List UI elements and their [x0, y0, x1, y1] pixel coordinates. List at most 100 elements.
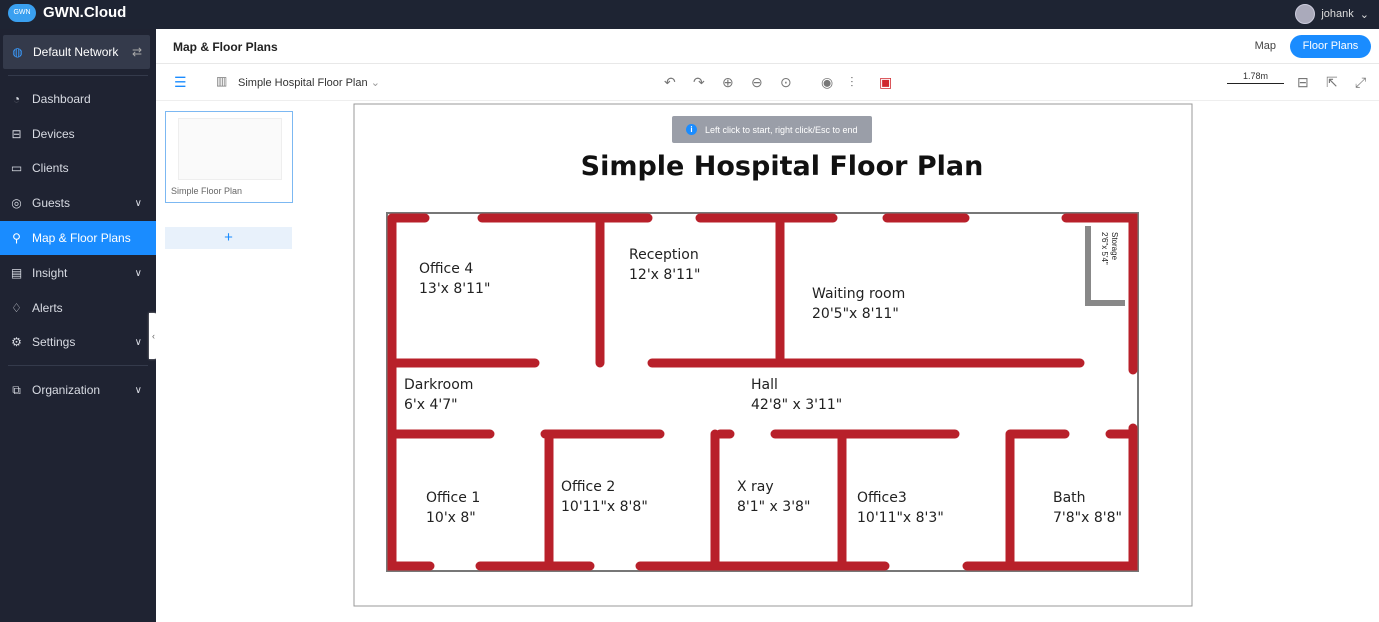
sidebar-item-label: Insight	[32, 266, 68, 280]
chevron-down-icon: ⌄	[1359, 8, 1369, 21]
chevron-down-icon: ∨	[134, 384, 142, 396]
sidebar-item-guests[interactable]: ◎ Guests ∨	[0, 186, 156, 220]
room-name: Office 4	[419, 261, 473, 277]
sidebar-item-settings[interactable]: ⚙ Settings ∨	[0, 325, 156, 359]
building-icon: ▥	[216, 74, 228, 88]
sidebar-item-label: Dashboard	[32, 92, 91, 106]
bell-icon: ♢	[11, 301, 22, 315]
network-selector[interactable]: ◍ Default Network ⇄	[3, 35, 150, 69]
toggle-list-icon[interactable]: ☰	[174, 74, 187, 90]
room-name: Office 2	[561, 479, 615, 495]
globe-icon: ◍	[12, 45, 23, 59]
wall-draw-icon[interactable]: ▣	[879, 74, 893, 90]
sidebar-item-dashboard[interactable]: ◔ Dashboard	[0, 82, 156, 116]
floor-plan-thumbnail[interactable]: Simple Floor Plan	[165, 111, 293, 203]
sidebar-item-clients[interactable]: ▭ Clients	[0, 151, 156, 185]
chevron-down-icon: ⌄	[370, 77, 380, 89]
tab-floor-plans[interactable]: Floor Plans	[1290, 35, 1371, 58]
floor-plan-list: Simple Floor Plan +	[156, 101, 301, 622]
floor-plan-select-value: Simple Hospital Floor Plan	[238, 77, 368, 89]
sidebar-item-alerts[interactable]: ♢ Alerts	[0, 291, 156, 325]
floor-plan-select[interactable]: Simple Hospital Floor Plan ⌄	[238, 76, 380, 89]
redo-icon[interactable]: ↷	[693, 74, 705, 90]
room-name: Reception	[629, 247, 699, 263]
chevron-down-icon: ∨	[134, 267, 142, 279]
page-header: Map & Floor Plans Map Floor Plans	[156, 29, 1379, 64]
tooltip: i Left click to start, right click/Esc to…	[672, 116, 872, 143]
wifi-icon: ◎	[11, 196, 22, 210]
sidebar-item-label: Devices	[32, 127, 75, 141]
gear-icon: ⚙	[11, 335, 22, 349]
username: johank	[1321, 8, 1354, 20]
chevron-down-icon: ∨	[134, 336, 142, 348]
sidebar-item-devices[interactable]: ⊟ Devices	[0, 117, 156, 151]
sliders-icon[interactable]: ⫶	[850, 74, 854, 90]
room-name: Waiting room	[812, 286, 905, 302]
org-icon: ⧉	[12, 382, 21, 397]
brand-name: GWN.Cloud	[43, 4, 127, 21]
router-icon: ⊟	[11, 127, 22, 141]
sidebar-item-label: Organization	[32, 383, 101, 397]
sidebar-item-organization[interactable]: ⧉ Organization ∨	[0, 373, 156, 407]
locate-icon[interactable]: ⊙	[780, 74, 792, 90]
avatar	[1295, 4, 1316, 24]
add-floor-plan-button[interactable]: +	[165, 227, 292, 249]
room-size: 8'1" x 3'8"	[737, 499, 810, 515]
room-size: 10'x 8"	[426, 510, 476, 526]
divider	[8, 75, 148, 76]
chevron-down-icon: ∨	[134, 197, 142, 209]
room-labels: Office 4 13'x 8'11" Reception 12'x 8'11" W…	[404, 232, 1122, 526]
sidebar-item-label: Clients	[32, 161, 69, 175]
thumbnail-image	[178, 118, 282, 180]
room-size: 6'x 4'7"	[404, 397, 458, 413]
zoom-out-icon[interactable]: ⊖	[751, 74, 763, 90]
sidebar-item-label: Alerts	[32, 301, 63, 315]
sidebar-item-label: Settings	[32, 335, 76, 349]
map-pin-icon: ⚲	[12, 231, 21, 245]
room-name: Office 1	[426, 490, 480, 506]
gauge-icon: ◔	[12, 92, 21, 106]
plan-title: Simple Hospital Floor Plan	[581, 151, 984, 182]
page-title: Map & Floor Plans	[173, 40, 278, 54]
tooltip-text: Left click to start, right click/Esc to …	[705, 124, 858, 135]
gwn-logo: GWN	[8, 4, 36, 22]
collapse-sidebar-button[interactable]: ‹	[149, 313, 158, 359]
fullscreen-icon[interactable]: ⤢	[1355, 74, 1367, 90]
room-size: 10'11"x 8'8"	[561, 499, 648, 515]
room-size: 13'x 8'11"	[419, 281, 490, 297]
room-name: Bath	[1053, 490, 1086, 506]
tab-map[interactable]: Map	[1254, 40, 1276, 52]
chart-icon: ▤	[10, 266, 23, 280]
sidebar-item-label: Guests	[32, 196, 71, 210]
info-icon: i	[686, 124, 697, 135]
room-size: 7'8"x 8'8"	[1053, 510, 1122, 526]
room-size: 2'6"x 5'4"	[1100, 232, 1109, 265]
room-name: Hall	[751, 377, 778, 393]
ap-signal-icon[interactable]: ◉	[821, 74, 834, 90]
sidebar-item-map-floor-plans[interactable]: ⚲ Map & Floor Plans	[0, 221, 156, 255]
undo-icon[interactable]: ↶	[664, 74, 676, 90]
sidebar-item-insight[interactable]: ▤ Insight ∨	[0, 256, 156, 290]
switch-icon[interactable]: ⇄	[131, 45, 142, 59]
sidebar: ◍ Default Network ⇄ ◔ Dashboard ⊟ Devices ▭ C…	[0, 29, 156, 622]
room-size: 20'5"x 8'11"	[812, 306, 899, 322]
monitor-icon: ▭	[10, 161, 23, 175]
divider	[8, 365, 148, 366]
room-size: 12'x 8'11"	[629, 267, 700, 283]
room-name: Darkroom	[404, 377, 473, 393]
room-size: 10'11"x 8'3"	[857, 510, 944, 526]
sidebar-item-label: Map & Floor Plans	[32, 231, 131, 245]
room-name: X ray	[737, 479, 774, 495]
device-icon[interactable]: ⊟	[1297, 74, 1309, 90]
network-name: Default Network	[33, 45, 119, 59]
room-size: 42'8" x 3'11"	[751, 397, 842, 413]
top-bar: GWN GWN.Cloud johank ⌄	[0, 0, 1379, 29]
zoom-in-icon[interactable]: ⊕	[722, 74, 734, 90]
scale-bar: 1.78m	[1227, 71, 1284, 84]
room-name: Office3	[857, 490, 907, 506]
floor-plan-name: Simple Floor Plan	[171, 186, 243, 196]
user-menu[interactable]: johank ⌄	[1295, 4, 1369, 24]
export-icon[interactable]: ⇱	[1326, 74, 1338, 90]
toolbar: ☰ ▥ Simple Hospital Floor Plan ⌄ ↶ ↷ ⊕ ⊖…	[156, 64, 1379, 101]
